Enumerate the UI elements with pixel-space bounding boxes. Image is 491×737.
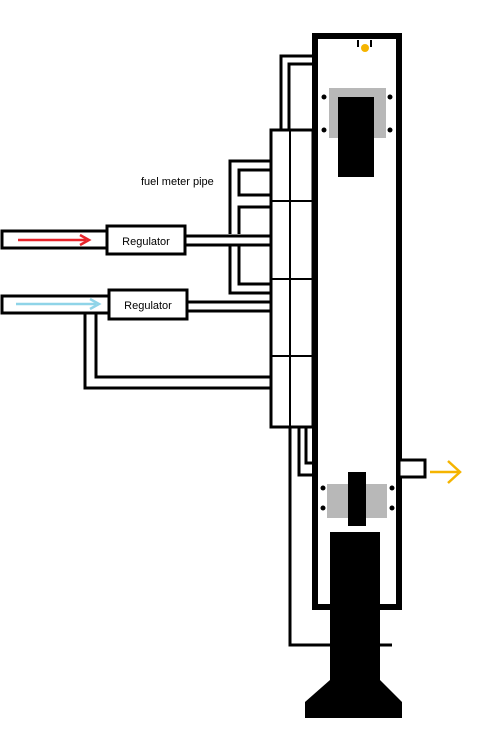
lower-clamp	[320, 472, 395, 526]
pipe-regulator-bottom-to-manifold	[185, 300, 273, 313]
regulator-bottom-label: Regulator	[124, 300, 172, 312]
fuel-meter-pipe	[228, 159, 271, 295]
pipe-regulator-top-to-manifold	[183, 234, 273, 247]
yellow-dot	[357, 40, 372, 52]
blue-arrow	[16, 297, 102, 311]
red-arrow	[18, 233, 92, 247]
outlet-pipe	[397, 458, 427, 479]
bypass-pipe	[83, 313, 271, 390]
top-feed-pipe	[279, 54, 315, 130]
regulator-top-label: Regulator	[122, 236, 170, 248]
fuel-meter-pipe-label: fuel meter pipe	[141, 176, 214, 188]
upper-clamp	[321, 88, 393, 177]
base-feed-pipe	[288, 427, 392, 647]
base-stand	[305, 532, 402, 718]
regulator-top: Regulator	[105, 224, 187, 256]
regulator-bottom: Regulator	[107, 288, 189, 321]
manifold-block	[269, 128, 315, 429]
orange-arrow	[430, 460, 462, 484]
